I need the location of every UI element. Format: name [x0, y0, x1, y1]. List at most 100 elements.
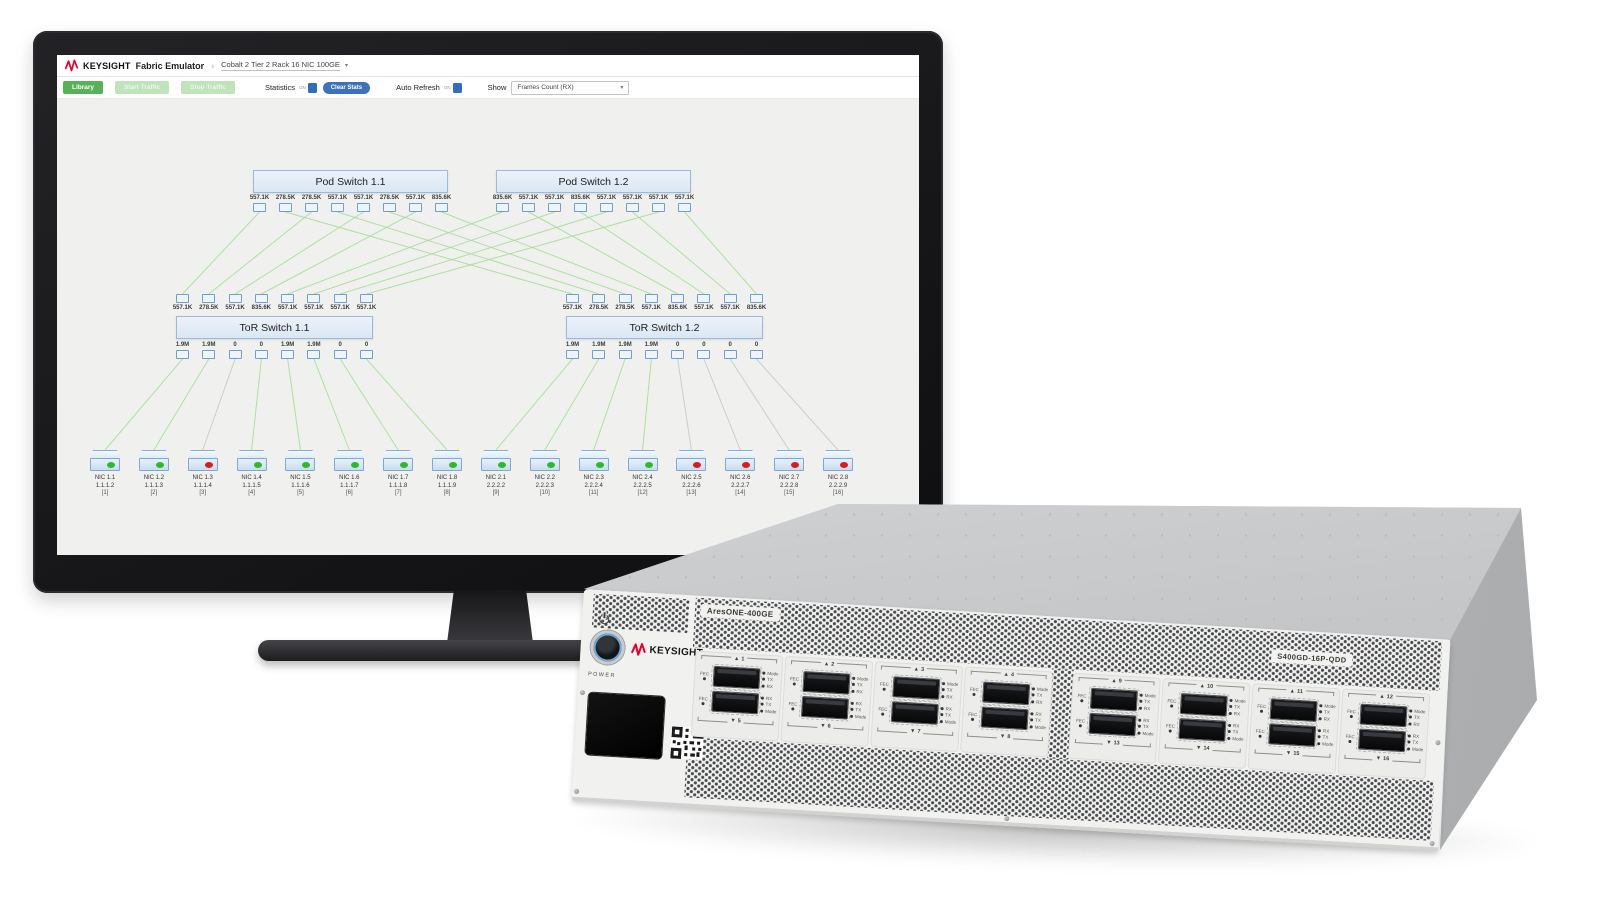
library-button[interactable]: Library [63, 81, 104, 94]
nic-status-led [155, 461, 164, 468]
fec-label: FEC [1076, 717, 1086, 724]
switch-port[interactable] [566, 294, 579, 303]
led-label: RX [1036, 699, 1043, 705]
switch-port[interactable] [202, 350, 216, 359]
switch-port[interactable] [697, 294, 711, 303]
switch-port[interactable] [357, 203, 370, 212]
switch-port[interactable] [333, 294, 347, 303]
led-label: RX [945, 705, 953, 712]
led-label: TX [945, 712, 952, 718]
switch-port[interactable] [522, 203, 535, 212]
switch-port[interactable] [202, 294, 216, 303]
tor-switch-node[interactable]: ToR Switch 1.1 [176, 316, 373, 339]
switch-port[interactable] [307, 294, 321, 303]
show-select[interactable]: Frames Count (RX) ▾ [511, 80, 630, 95]
port-number: 16 [1382, 755, 1390, 763]
switch-port[interactable] [331, 203, 344, 212]
statistics-toggle[interactable] [307, 82, 317, 93]
switch-port[interactable] [574, 203, 587, 212]
pod-switch-node[interactable]: Pod Switch 1.1 [253, 170, 448, 193]
switch-port[interactable] [307, 350, 321, 359]
switch-port[interactable] [697, 350, 711, 359]
switch-port[interactable] [618, 350, 632, 359]
switch-port[interactable] [626, 203, 639, 212]
switch-port[interactable] [281, 294, 295, 303]
nic-status-led [840, 461, 848, 468]
switch-port[interactable] [671, 350, 685, 359]
switch-port[interactable] [496, 203, 509, 212]
switch-port[interactable] [548, 203, 561, 212]
switch-port[interactable] [176, 350, 189, 359]
switch-port[interactable] [409, 203, 422, 212]
switch-port[interactable] [671, 294, 685, 303]
status-led [1317, 735, 1321, 739]
status-led [1030, 718, 1034, 722]
switch-port[interactable] [176, 294, 189, 303]
status-led [1137, 724, 1142, 728]
qsfp-cage [1267, 696, 1320, 725]
switch-port[interactable] [228, 294, 242, 303]
switch-port[interactable] [279, 203, 292, 212]
tor-switch-node[interactable]: ToR Switch 1.2 [566, 316, 763, 339]
switch-port[interactable] [305, 203, 318, 212]
switch-port[interactable] [566, 350, 579, 359]
topology-link [251, 358, 262, 451]
nic-index: [15] [784, 490, 795, 496]
nic-ip: 2.2.2.4 [584, 482, 603, 489]
switch-port[interactable] [360, 350, 373, 359]
switch-port[interactable] [644, 350, 658, 359]
auto-refresh-toggle[interactable] [452, 82, 462, 93]
status-led [1229, 698, 1233, 702]
led-label: RX [1323, 715, 1331, 722]
fec-label: FEC [1167, 698, 1177, 704]
breadcrumb[interactable]: Cobalt 2 Tier 2 Rack 16 NIC 100GE [221, 60, 340, 71]
nic-name: NIC 2.2 [534, 475, 555, 481]
chevron-down-icon[interactable]: ▾ [344, 63, 348, 69]
switch-port[interactable] [281, 350, 295, 359]
pod-switch-node[interactable]: Pod Switch 1.2 [496, 170, 691, 193]
switch-port[interactable] [652, 203, 665, 212]
status-led [1407, 746, 1411, 751]
switch-port[interactable] [254, 294, 268, 303]
switch-port[interactable] [678, 203, 691, 212]
switch-port[interactable] [254, 350, 268, 359]
switch-port[interactable] [435, 203, 448, 212]
nic-ip: 2.2.2.3 [535, 482, 554, 489]
switch-port[interactable] [750, 350, 763, 359]
switch-port[interactable] [618, 294, 632, 303]
switch-port[interactable] [750, 294, 763, 303]
switch-port[interactable] [644, 294, 658, 303]
status-led [760, 709, 764, 713]
clear-stats-button[interactable]: Clear Stats [322, 81, 371, 94]
switch-port[interactable] [360, 294, 373, 303]
fec-led [1168, 729, 1172, 733]
led-label: Mode [1322, 740, 1334, 747]
switch-port[interactable] [253, 203, 266, 212]
topology-link [208, 211, 312, 295]
switch-port[interactable] [592, 350, 606, 359]
switch-port[interactable] [228, 350, 242, 359]
switch-port[interactable] [723, 350, 737, 359]
switch-port[interactable] [592, 294, 606, 303]
switch-port[interactable] [383, 203, 396, 212]
switch-port[interactable] [723, 294, 737, 303]
switch-port[interactable] [333, 350, 347, 359]
topology-link [684, 211, 757, 295]
switch-port[interactable] [600, 203, 613, 212]
